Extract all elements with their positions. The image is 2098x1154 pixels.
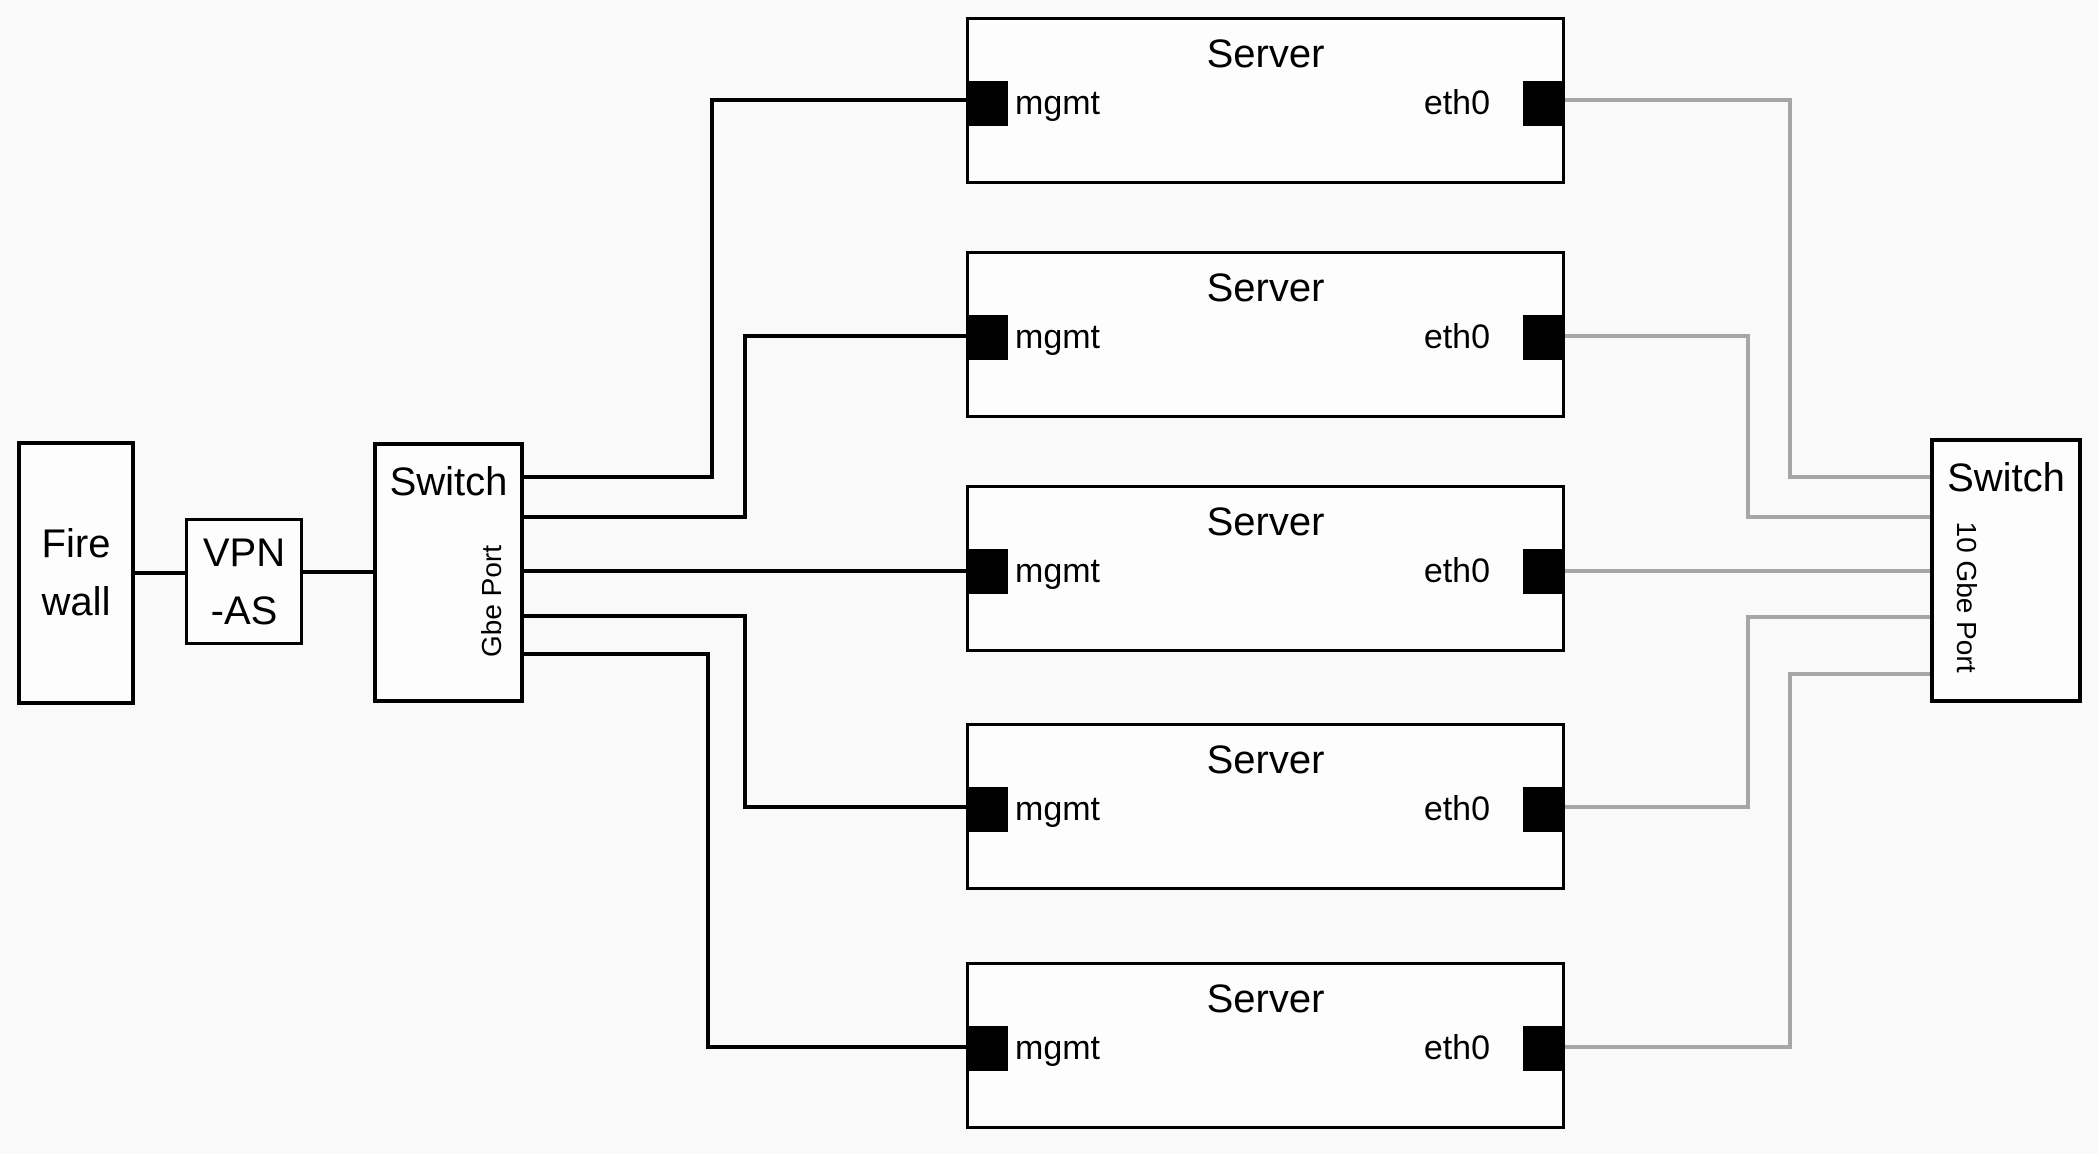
server-node-5: Server mgmt eth0	[966, 962, 1565, 1129]
mgmt-port-label: mgmt	[1015, 318, 1100, 356]
mgmt-port-square	[966, 315, 1008, 360]
gbe-port-label: Gbe Port	[476, 544, 507, 658]
server-title: Server	[1206, 977, 1325, 1021]
server-title: Server	[1206, 738, 1325, 782]
server-node-2: Server mgmt eth0	[966, 251, 1565, 418]
server-node-1: Server mgmt eth0	[966, 17, 1565, 184]
ten-gbe-switch-node: Switch 10 Gbe Port	[1930, 438, 2082, 703]
eth0-port-label: eth0	[1423, 318, 1490, 356]
server-node-3: Server mgmt eth0	[966, 485, 1565, 652]
mgmt-port-label: mgmt	[1015, 552, 1100, 590]
link-switch-to-server2-mgmt	[524, 334, 966, 519]
eth0-port-label: eth0	[1423, 552, 1490, 590]
server-title: Server	[1206, 266, 1325, 310]
ten-gbe-switch-title: Switch	[1947, 456, 2065, 500]
firewall-label: Fire wall	[21, 445, 131, 701]
link-server1-eth0-to-switch	[1565, 98, 1932, 479]
mgmt-port-square	[966, 1026, 1008, 1071]
link-server5-eth0-to-switch	[1565, 672, 1945, 1049]
firewall-node: Fire wall	[17, 441, 135, 705]
vpn-as-label-line1: VPN	[202, 530, 286, 575]
eth0-port-label: eth0	[1423, 790, 1490, 828]
mgmt-port-label: mgmt	[1015, 790, 1100, 828]
server-title: Server	[1206, 500, 1325, 544]
eth0-port-label: eth0	[1423, 1029, 1490, 1067]
link-server4-eth0-to-switch	[1565, 615, 1932, 809]
mgmt-port-label: mgmt	[1015, 84, 1100, 122]
firewall-label-line1: Fire	[41, 522, 111, 566]
eth0-port-square	[1523, 787, 1565, 832]
link-switch-to-server5-mgmt	[524, 652, 966, 1049]
server-title: Server	[1206, 32, 1325, 76]
firewall-label-line2: wall	[41, 580, 111, 624]
eth0-port-square	[1523, 81, 1565, 126]
ten-gbe-port-label: 10 Gbe Port	[1951, 521, 1982, 673]
mgmt-port-square	[966, 81, 1008, 126]
eth0-port-square	[1523, 315, 1565, 360]
vpn-as-node: VPN -AS	[185, 518, 303, 645]
gbe-switch-title: Switch	[389, 460, 508, 504]
mgmt-port-square	[966, 549, 1008, 594]
gbe-switch-node: Switch Gbe Port	[373, 442, 524, 703]
eth0-port-square	[1523, 1026, 1565, 1071]
server-node-4: Server mgmt eth0	[966, 723, 1565, 890]
eth0-port-square	[1523, 549, 1565, 594]
vpn-as-label-line2: -AS	[210, 588, 278, 633]
link-switch-to-server4-mgmt	[524, 614, 966, 809]
eth0-port-label: eth0	[1423, 84, 1490, 122]
vpn-as-label: VPN -AS	[188, 521, 300, 642]
link-switch-to-server1-mgmt	[524, 98, 966, 479]
link-server2-eth0-to-switch	[1565, 334, 1932, 519]
mgmt-port-square	[966, 787, 1008, 832]
mgmt-port-label: mgmt	[1015, 1029, 1100, 1067]
